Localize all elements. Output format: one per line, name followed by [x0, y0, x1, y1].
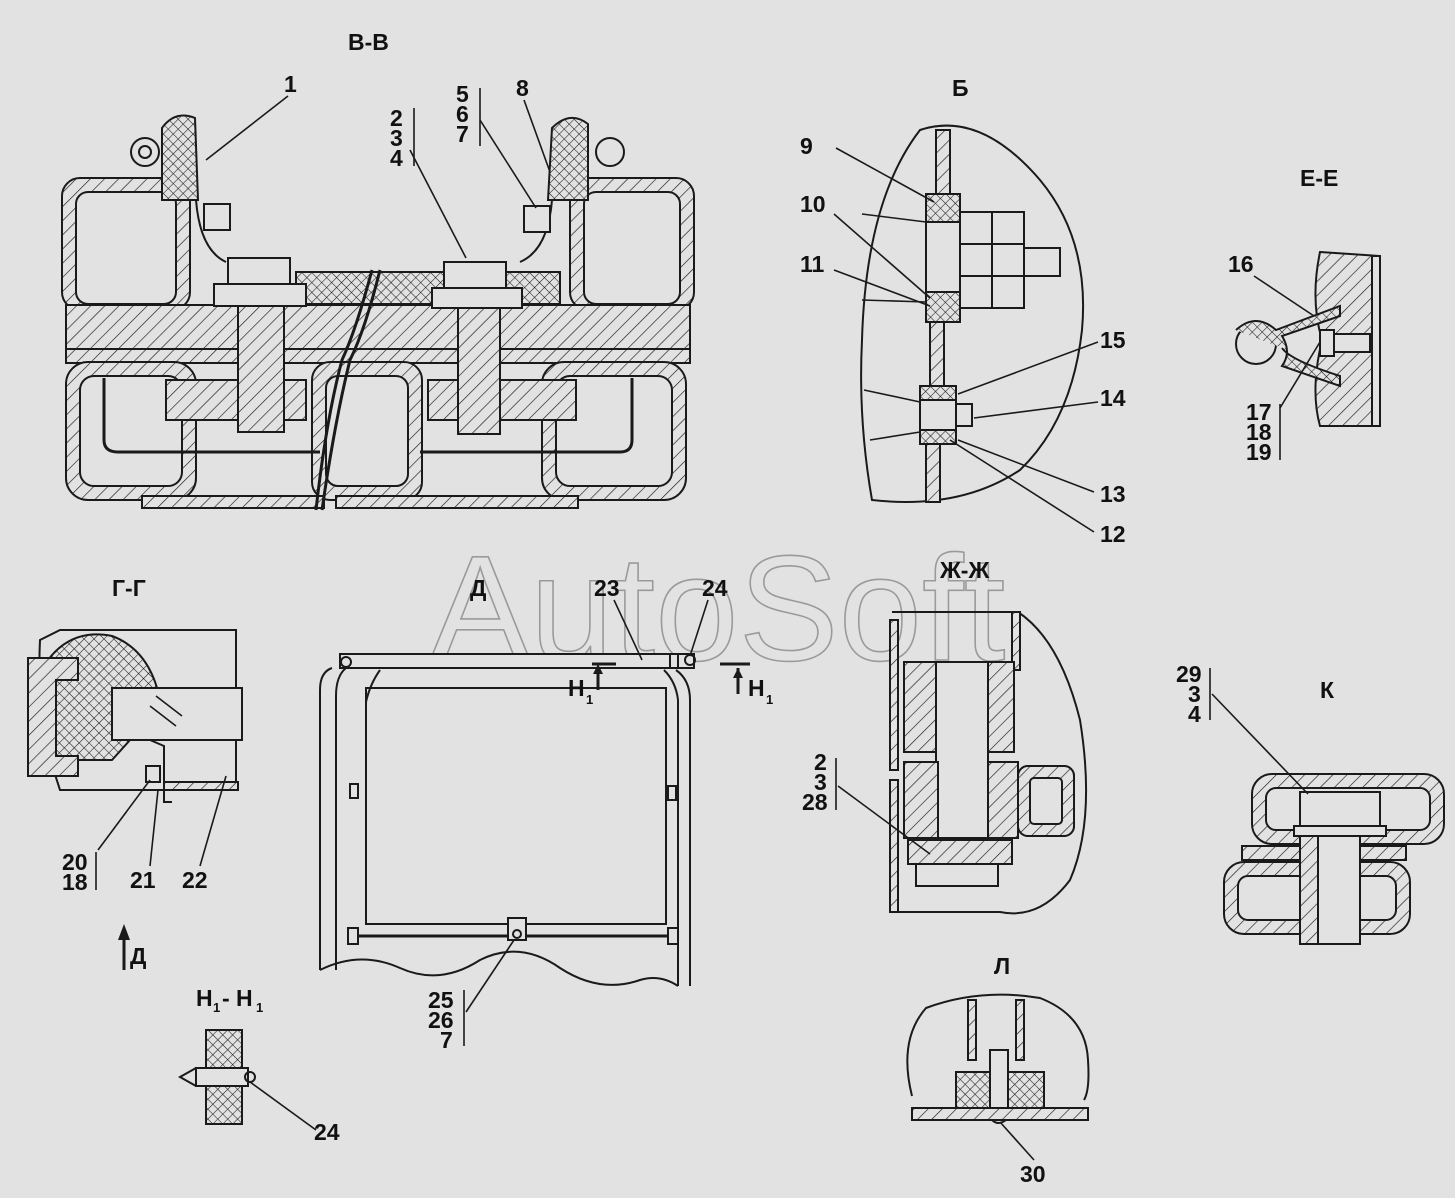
view-arrow-d: Д [130, 943, 146, 969]
view-d: Д 23 24 25 26 7 Н 1 Н [319, 575, 773, 1053]
callout-4-k: 4 [1188, 701, 1201, 727]
view-h1h1: Н 1 - Н 1 24 [177, 985, 340, 1145]
callout-13: 13 [1100, 481, 1126, 507]
callout-18-ee: 18 [1246, 419, 1272, 445]
view-ee-title: Е-Е [1300, 165, 1338, 191]
callout-9: 9 [800, 133, 813, 159]
view-b: Б 9 10 11 15 14 13 12 [800, 75, 1126, 547]
callout-26: 26 [428, 1007, 454, 1033]
view-h1h1-title-1: Н [196, 985, 213, 1011]
section-h1-right-sub: 1 [766, 692, 773, 707]
callout-15: 15 [1100, 327, 1126, 353]
callout-7: 7 [456, 121, 469, 147]
callout-7-d: 7 [440, 1027, 453, 1053]
view-h1h1-title-2-sub: 1 [256, 1000, 263, 1015]
callout-4: 4 [390, 145, 403, 171]
callout-3: 3 [390, 125, 403, 151]
callout-21: 21 [130, 867, 156, 893]
callout-1: 1 [284, 71, 297, 97]
callout-25: 25 [428, 987, 454, 1013]
view-zhzh-title: Ж-Ж [939, 557, 989, 583]
view-h1h1-title-1-sub: 1 [213, 1000, 220, 1015]
section-h1-left-sub: 1 [586, 692, 593, 707]
callout-6: 6 [456, 101, 469, 127]
callout-14: 14 [1100, 385, 1126, 411]
callout-29: 29 [1176, 661, 1202, 687]
callout-17: 17 [1246, 399, 1272, 425]
callout-23: 23 [594, 575, 620, 601]
callout-28: 28 [802, 789, 828, 815]
callout-11: 11 [800, 251, 825, 277]
callout-30: 30 [1020, 1161, 1046, 1187]
callout-18-gg: 18 [62, 869, 88, 895]
view-d-title: Д [470, 575, 486, 601]
view-h1h1-title-2: - Н [222, 985, 253, 1011]
view-ee: Е-Е 16 17 18 19 [1228, 165, 1381, 465]
view-gg: Г-Г 20 18 21 22 Д [27, 575, 243, 970]
view-b-title: Б [952, 75, 969, 101]
view-l: Л 30 [906, 953, 1090, 1187]
callout-24-h1: 24 [314, 1119, 340, 1145]
view-k: К 29 3 4 [1176, 661, 1445, 945]
callout-3-k: 3 [1188, 681, 1201, 707]
callout-24-d: 24 [702, 575, 728, 601]
callout-22: 22 [182, 867, 208, 893]
section-h1-left: Н [568, 675, 585, 701]
callout-16: 16 [1228, 251, 1254, 277]
view-k-title: К [1320, 677, 1335, 703]
callout-3-zh: 3 [814, 769, 827, 795]
callout-8: 8 [516, 75, 529, 101]
callout-19: 19 [1246, 439, 1272, 465]
callout-12: 12 [1100, 521, 1126, 547]
section-h1-right: Н [748, 675, 765, 701]
view-zhzh: Ж-Ж 2 3 28 [802, 557, 1088, 915]
view-vv-title: В-В [348, 29, 389, 55]
callout-10: 10 [800, 191, 826, 217]
callout-5: 5 [456, 81, 469, 107]
view-gg-title: Г-Г [112, 575, 146, 601]
callout-2: 2 [390, 105, 403, 131]
callout-20: 20 [62, 849, 88, 875]
view-l-title: Л [994, 953, 1010, 979]
view-vv: В-В [61, 29, 695, 511]
callout-2-zh: 2 [814, 749, 827, 775]
